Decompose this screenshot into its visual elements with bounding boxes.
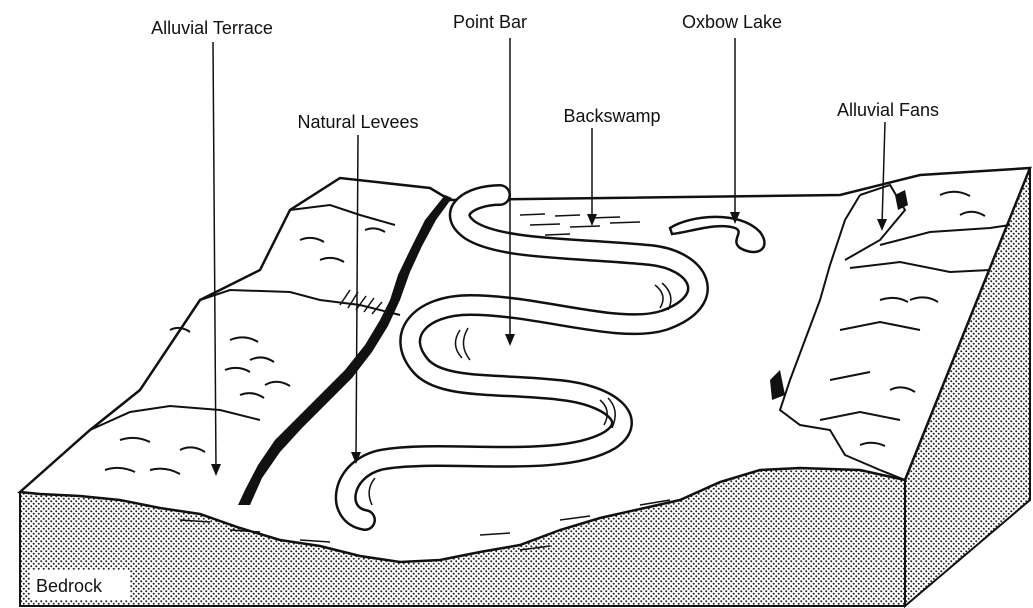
label-natural-levees: Natural Levees: [297, 112, 418, 132]
label-oxbow-lake: Oxbow Lake: [682, 12, 782, 32]
label-backswamp: Backswamp: [563, 106, 660, 126]
label-bedrock: Bedrock: [36, 576, 103, 596]
label-alluvial-terrace: Alluvial Terrace: [151, 18, 273, 38]
label-alluvial-fans: Alluvial Fans: [837, 100, 939, 120]
label-point-bar: Point Bar: [453, 12, 527, 32]
